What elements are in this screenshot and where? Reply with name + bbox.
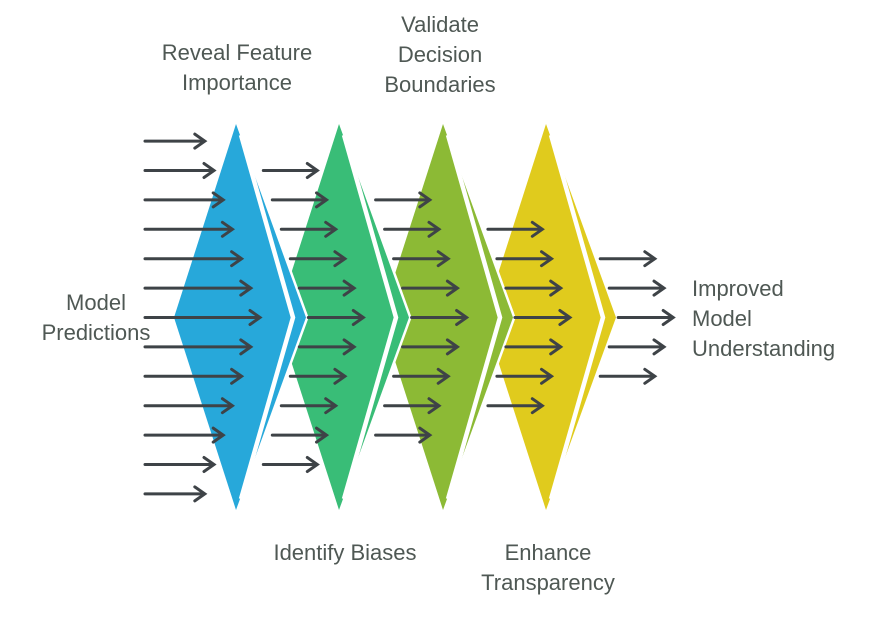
flow-arrow-head xyxy=(333,250,348,268)
flow-arrow-head xyxy=(342,279,357,297)
flow-arrow-head xyxy=(445,279,461,297)
flow-arrow-head xyxy=(220,220,236,238)
label-improved-model-understanding: Improved Model Understanding xyxy=(692,276,836,361)
input-arrows xyxy=(143,132,263,503)
flow-arrow-head xyxy=(324,220,339,238)
flow-arrow-head xyxy=(445,338,461,356)
flow-arrow-head xyxy=(530,220,545,238)
flow-arrow-head xyxy=(220,397,236,415)
label-reveal-feature-importance: Reveal Feature Importance xyxy=(161,40,313,95)
flow-arrow-head xyxy=(427,220,442,238)
label-model-predictions: Model Predictions xyxy=(41,290,151,345)
flow-arrow-head xyxy=(530,397,545,415)
flow-arrow-head xyxy=(455,309,470,326)
output-arrows xyxy=(598,250,676,385)
stage-3-to-4-arrows xyxy=(486,220,573,415)
flow-arrow-head xyxy=(558,309,573,326)
flow-arrow-head xyxy=(351,309,366,326)
flow-arrow-head xyxy=(248,309,263,326)
flow-arrow-head xyxy=(549,338,564,356)
flow-arrow-head xyxy=(239,338,254,356)
label-identify-biases: Identify Biases xyxy=(273,540,417,565)
flow-arrow-head xyxy=(305,456,320,473)
flow-arrow-head xyxy=(239,279,254,297)
flow-arrow-head xyxy=(202,456,217,473)
flow-arrow-head xyxy=(652,279,667,297)
flow-arrow-head xyxy=(193,485,208,503)
flow-arrow-head xyxy=(436,250,451,268)
flow-arrow-head xyxy=(427,397,442,415)
stage-1-to-2-arrows xyxy=(261,162,366,473)
flow-arrow-head xyxy=(193,132,208,150)
flow-arrow-head xyxy=(305,162,320,179)
flow-arrow-head xyxy=(436,367,451,385)
flow-arrow-head xyxy=(211,191,226,209)
flow-arrow-head xyxy=(418,191,433,209)
diamond-stripe-enhance-transparency xyxy=(548,134,606,500)
flow-arrow-head xyxy=(324,397,339,415)
stage-2-to-3-arrows xyxy=(374,191,470,444)
flow-arrow-head xyxy=(230,367,245,385)
flow-arrow-head xyxy=(549,279,564,297)
label-enhance-transparency: Enhance Transparency xyxy=(481,540,615,595)
flow-arrow-head xyxy=(540,250,555,268)
flow-arrow-head xyxy=(661,309,676,326)
flow-arrow-head xyxy=(540,367,555,385)
label-validate-decision-boundaries: Validate Decision Boundaries xyxy=(384,12,496,97)
diamond-stripe-reveal-feature-importance xyxy=(238,134,296,500)
flow-arrow-head xyxy=(643,367,658,385)
flow-arrow-head xyxy=(418,426,433,444)
flow-arrow-head xyxy=(230,250,245,268)
flow-arrow-head xyxy=(643,250,658,268)
flow-arrow-head xyxy=(342,338,357,356)
diamond-stripe-validate-decision-boundaries xyxy=(445,134,503,500)
flow-arrow-head xyxy=(211,426,226,444)
flow-arrow-head xyxy=(652,338,667,356)
flow-arrow-head xyxy=(202,162,217,179)
diamond-stripe-identify-biases xyxy=(341,134,399,500)
flow-arrow-head xyxy=(315,191,330,209)
flow-arrow-head xyxy=(333,367,348,385)
flow-arrow-head xyxy=(315,426,330,444)
